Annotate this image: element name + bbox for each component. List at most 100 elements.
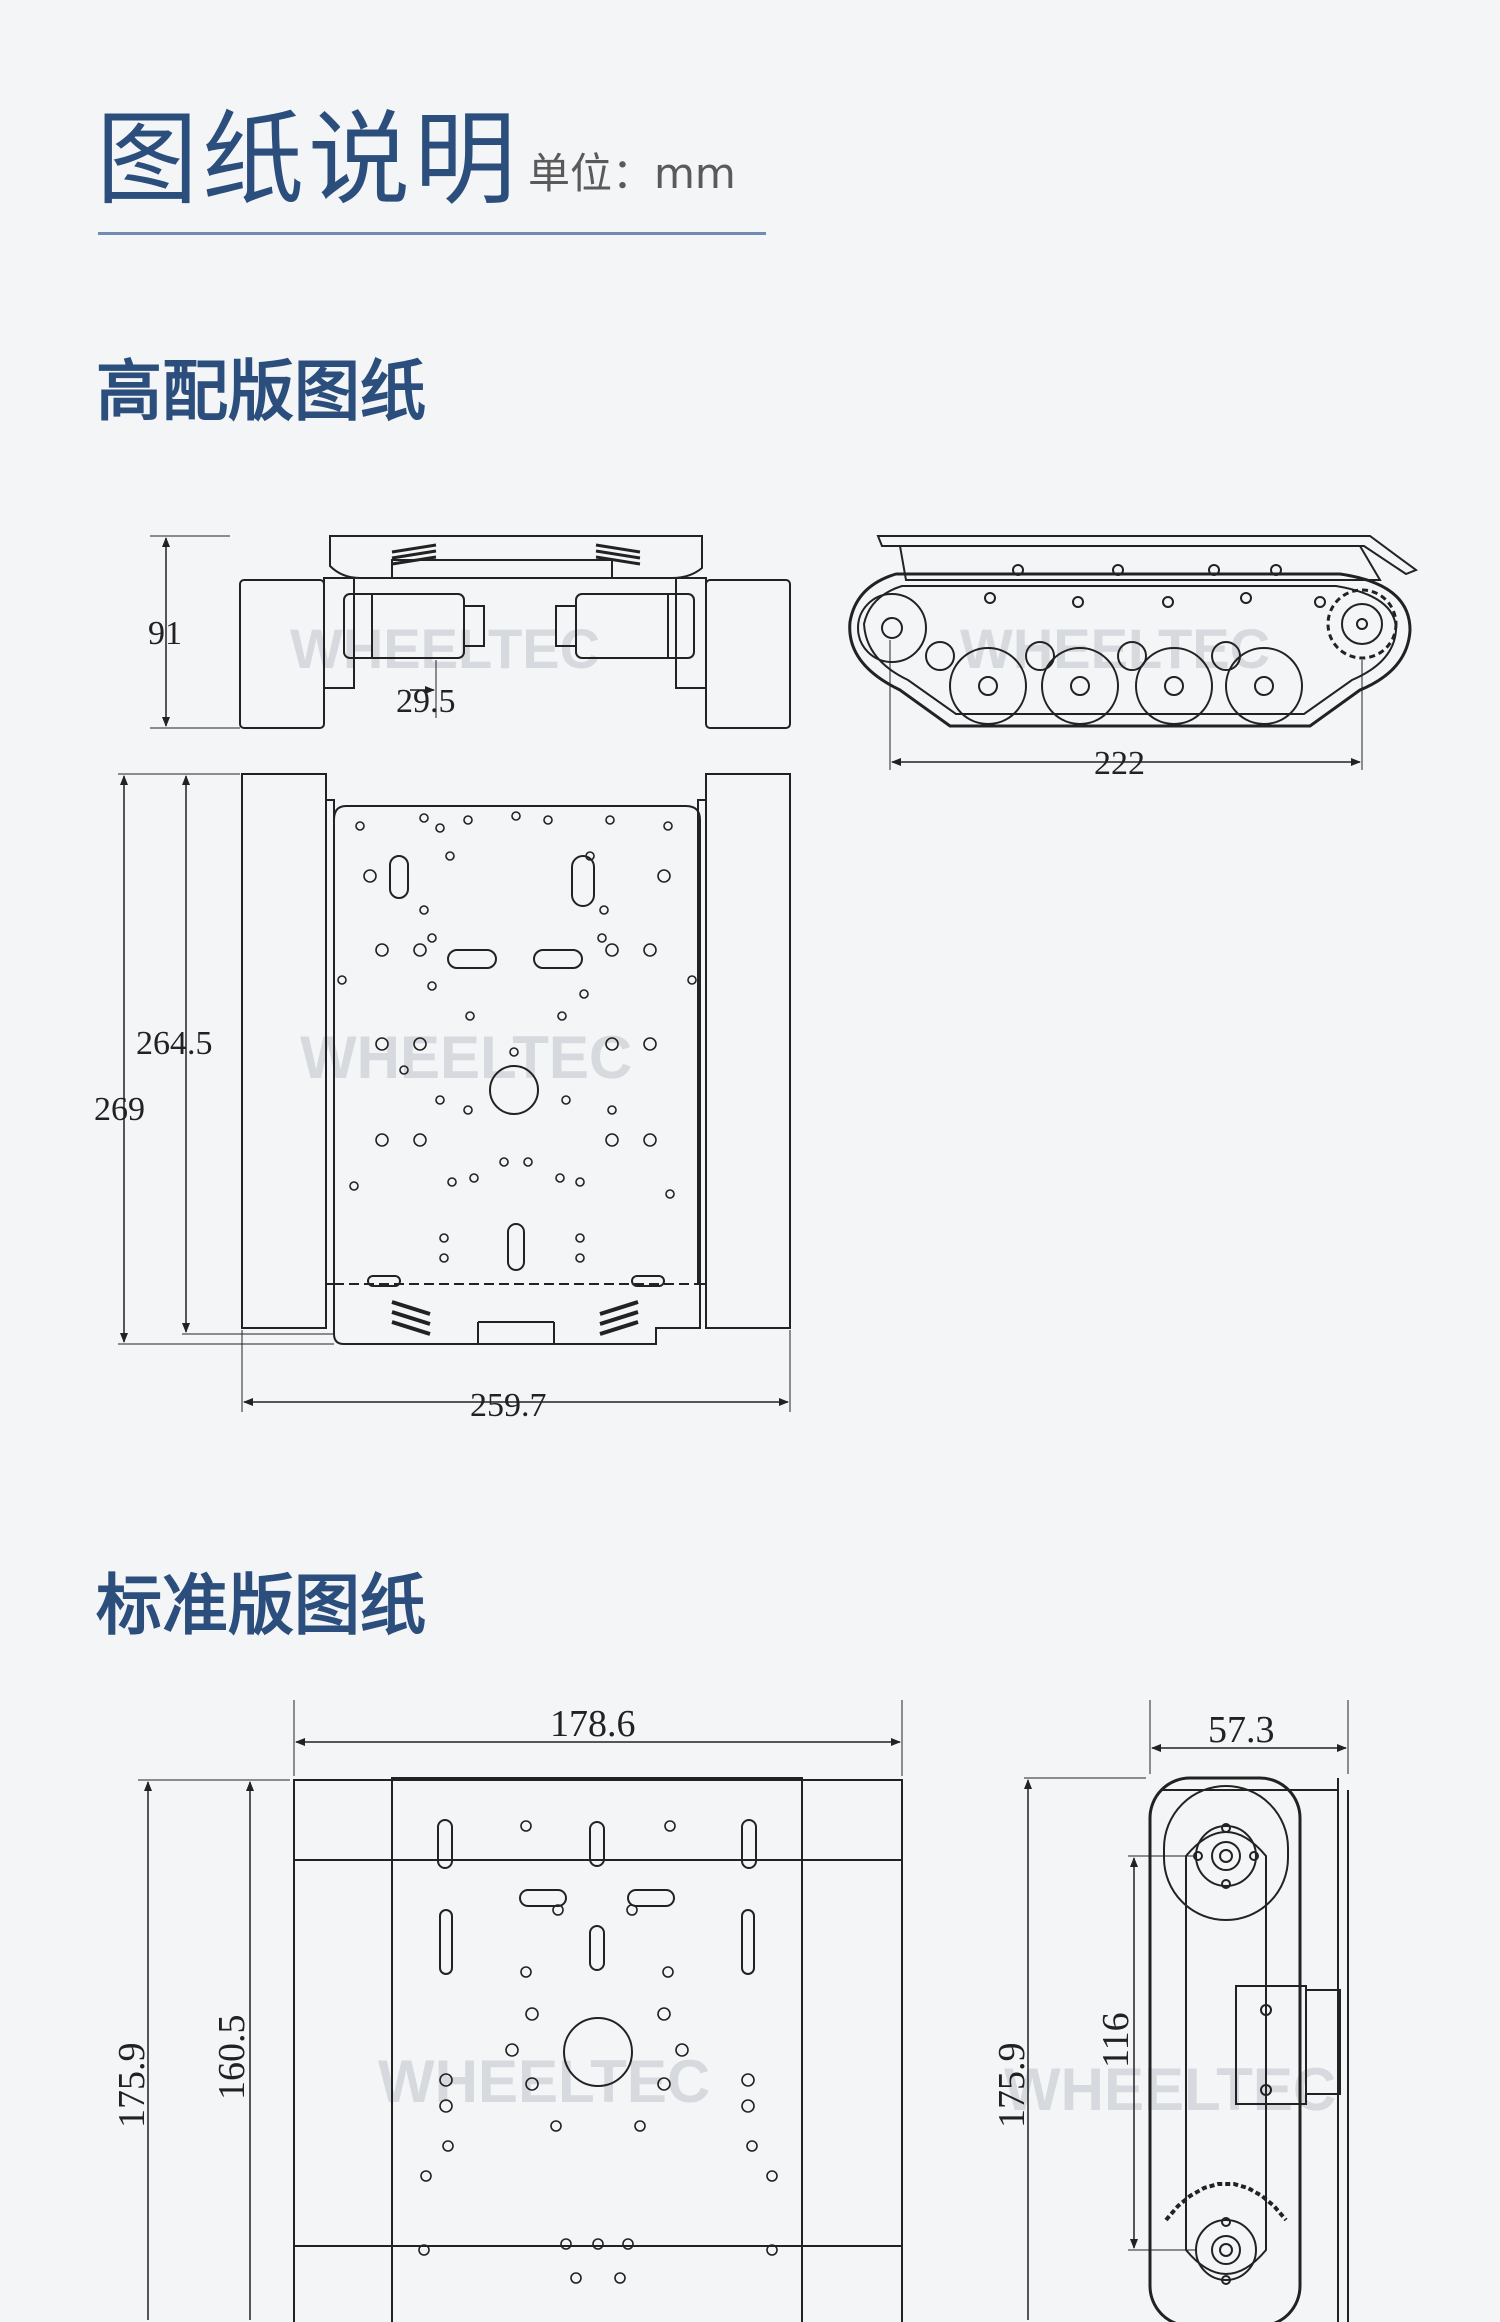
mounting-hole (665, 1189, 675, 1199)
mounting-hole (525, 2077, 539, 2091)
dim-std-side-width: 57.3 (1208, 1709, 1275, 1751)
watermark: WHEELTEC (378, 2048, 710, 2115)
dim-side-length: 222 (1094, 745, 1145, 782)
mounting-hole (439, 1233, 449, 1243)
mounting-hole (555, 1173, 565, 1183)
mounting-hole (557, 1011, 567, 1021)
mounting-hole (605, 1133, 619, 1147)
standard-top-view: WHEELTEC (138, 1700, 903, 2322)
mounting-hole (687, 975, 697, 985)
mounting-hole (643, 1133, 657, 1147)
watermark: WHEELTEC (290, 617, 600, 680)
mounting-hole (605, 815, 615, 825)
standard-top-holes (418, 1820, 778, 2284)
mounting-hole (439, 2099, 453, 2113)
mounting-hole (626, 1904, 638, 1916)
dim-std-top-inner-length: 160.5 (211, 2015, 253, 2101)
mounting-hole (643, 943, 657, 957)
mounting-hole (643, 1037, 657, 1051)
mounting-hole (439, 2073, 453, 2087)
mounting-hole (375, 1133, 389, 1147)
mounting-hole (445, 851, 455, 861)
mounting-hole (499, 1157, 509, 1167)
mounting-hole (552, 1904, 564, 1916)
mounting-hole (463, 815, 473, 825)
dim-std-axle-distance: 116 (1095, 2012, 1137, 2068)
high-side-view: WHEELTEC (848, 535, 1419, 770)
mounting-hole (597, 933, 607, 943)
mounting-hole (560, 2238, 572, 2250)
mounting-hole (427, 981, 437, 991)
mounting-hole (561, 1095, 571, 1105)
mounting-hole (543, 815, 553, 825)
dim-std-top-width: 178.6 (550, 1703, 636, 1745)
dim-top-width: 259.7 (470, 1387, 547, 1424)
mounting-hole (355, 821, 365, 831)
dim-front-offset: 29.5 (396, 683, 456, 720)
mounting-hole (523, 1157, 533, 1167)
mounting-hole (413, 943, 427, 957)
high-top-view: WHEELTEC (118, 773, 791, 1412)
mounting-hole (418, 2244, 430, 2256)
mounting-hole (447, 1177, 457, 1187)
dim-top-inner-length: 264.5 (136, 1025, 213, 1062)
mounting-hole (550, 2120, 562, 2132)
mounting-hole (741, 2073, 755, 2087)
mounting-hole (520, 1966, 532, 1978)
mounting-hole (575, 1177, 585, 1187)
mounting-hole (509, 1047, 519, 1057)
mounting-hole (605, 1037, 619, 1051)
mounting-hole (375, 1037, 389, 1051)
standard-side-view: WHEELTEC (1004, 1700, 1349, 2322)
mounting-hole (634, 2120, 646, 2132)
mounting-hole (746, 2140, 758, 2152)
dim-top-outer-length: 269 (94, 1091, 145, 1128)
mounting-hole (463, 1105, 473, 1115)
mounting-hole (657, 2007, 671, 2021)
mounting-hole (664, 1820, 676, 1832)
mounting-hole (663, 821, 673, 831)
mounting-hole (413, 1037, 427, 1051)
mounting-hole (375, 943, 389, 957)
mounting-hole (511, 811, 521, 821)
mounting-hole (592, 2238, 604, 2250)
mounting-hole (399, 1065, 409, 1075)
mounting-hole (741, 2099, 755, 2113)
mounting-hole (575, 1233, 585, 1243)
mounting-hole (337, 975, 347, 985)
title-divider (98, 232, 766, 235)
mounting-hole (349, 1181, 359, 1191)
mounting-hole (427, 933, 437, 943)
mounting-hole (766, 2244, 778, 2256)
mounting-hole (435, 1095, 445, 1105)
mounting-hole (520, 1820, 532, 1832)
dim-std-side-length: 175.9 (991, 2043, 1033, 2129)
mounting-hole (657, 2077, 671, 2091)
mounting-hole (614, 2272, 626, 2284)
dim-std-top-outer-length: 175.9 (111, 2043, 153, 2129)
watermark: WHEELTEC (300, 1024, 632, 1091)
mounting-hole (599, 905, 609, 915)
mounting-hole (442, 2140, 454, 2152)
page-title: 图纸说明 (96, 101, 520, 220)
mounting-hole (465, 1011, 475, 1021)
mounting-hole (505, 2043, 519, 2057)
mounting-hole (766, 2170, 778, 2182)
mounting-hole (662, 1966, 674, 1978)
mounting-hole (435, 823, 445, 833)
mounting-hole (439, 1253, 449, 1263)
unit-label: 单位：mm (528, 149, 736, 198)
mounting-hole (622, 2238, 634, 2250)
mounting-hole (585, 851, 595, 861)
mounting-hole (363, 869, 377, 883)
mounting-hole (675, 2043, 689, 2057)
mounting-hole (525, 2007, 539, 2021)
mounting-hole (575, 1253, 585, 1263)
mounting-hole (657, 869, 671, 883)
mounting-hole (570, 2272, 582, 2284)
mounting-hole (420, 2170, 432, 2182)
dim-front-height: 91 (148, 615, 182, 652)
watermark: WHEELTEC (1004, 2056, 1336, 2123)
mounting-hole (469, 1173, 479, 1183)
